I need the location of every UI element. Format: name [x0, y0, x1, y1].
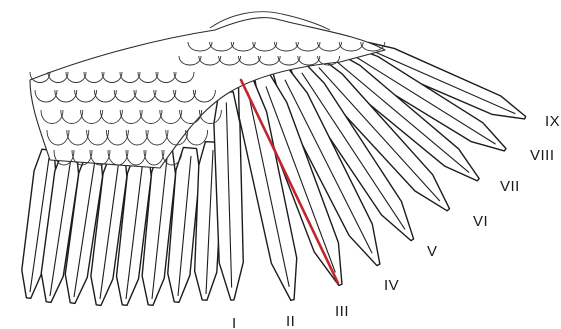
primary-label-vi: VI — [473, 213, 488, 230]
secondary-feathers — [22, 142, 223, 306]
primary-label-iv: IV — [384, 277, 399, 294]
primary-label-i: I — [232, 315, 237, 329]
primary-label-vii: VII — [500, 178, 520, 195]
primary-feathers — [214, 42, 526, 300]
primary-label-v: V — [427, 243, 438, 260]
primary-label-iii: III — [335, 303, 349, 320]
primary-label-ix: IX — [545, 113, 560, 130]
primary-label-viii: VIII — [530, 147, 555, 164]
covert-feather — [186, 130, 208, 145]
primary-label-ii: II — [286, 313, 295, 329]
